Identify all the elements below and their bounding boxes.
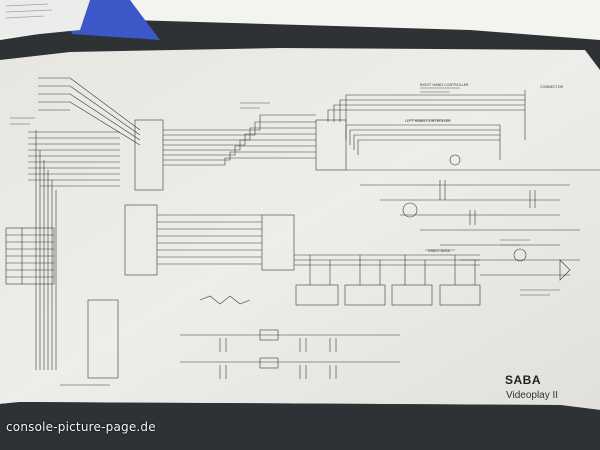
ic-buffer [315,119,347,171]
controller-lines [327,90,526,160]
vertical-bus [35,130,57,370]
center-fanout [157,114,316,265]
ic-rom [124,204,158,276]
ic-d [439,284,481,306]
schematic-label: RIGHT HAND CONTROLLER [420,83,469,87]
ic-video [261,214,295,271]
schematic-label: CONNECTOR [540,85,564,89]
power-section [60,295,400,386]
model-label: Videoplay II [506,390,559,401]
ic-b [344,284,386,306]
brand-label: SABA [505,373,542,387]
annotations [10,87,560,296]
left-bus [28,131,120,187]
schematic-label: LEFT HAND CONTROLLER [405,119,451,123]
legend-table [5,227,55,285]
watermark: console-picture-page.de [6,420,156,434]
ic-a [295,284,339,306]
analog-section [346,154,600,281]
ic-psu [87,299,119,379]
schematic-drawing [5,77,600,386]
schematic-label: VIDEO DATA [428,249,450,253]
ic-c [391,284,433,306]
left-inputs [38,77,141,146]
video-data-bus [294,254,480,285]
schematic-sheet [0,48,600,410]
background-papers [0,0,600,40]
